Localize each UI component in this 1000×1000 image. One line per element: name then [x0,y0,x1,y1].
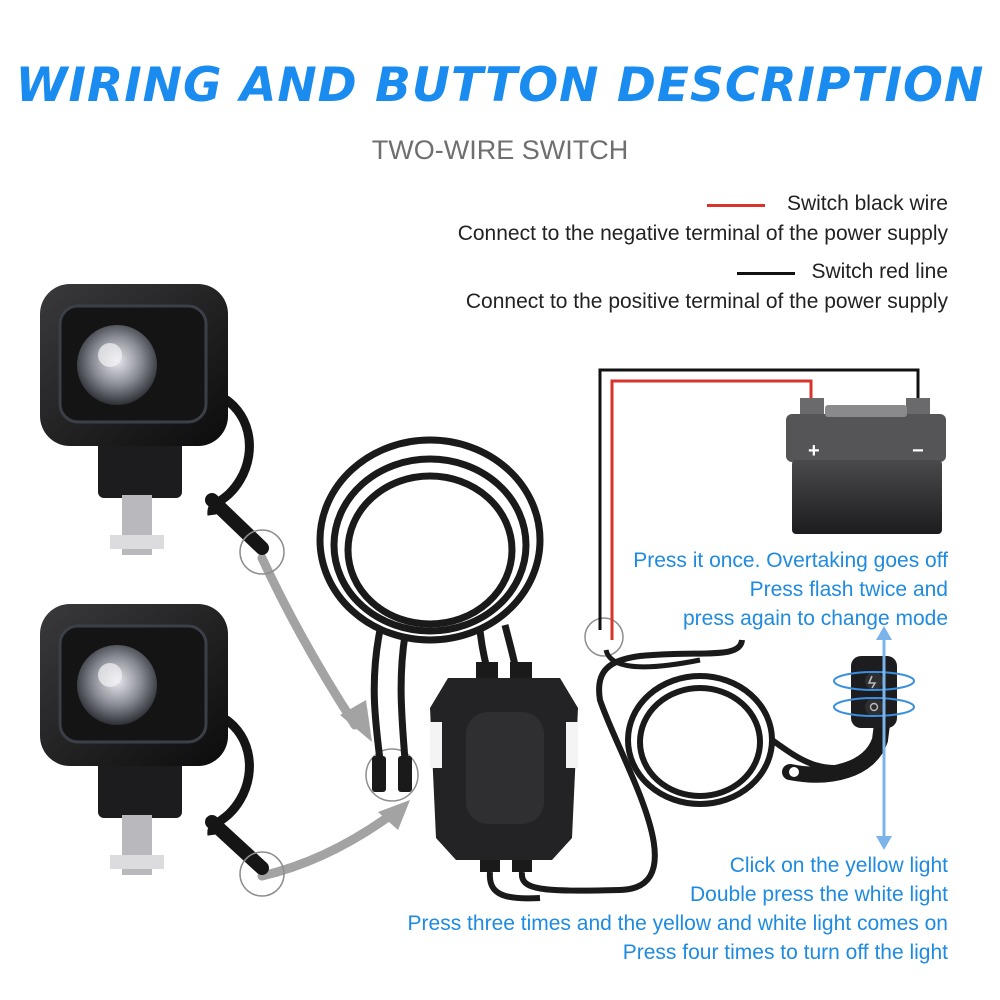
coiled-harness-cable [316,436,544,761]
work-light-bottom [40,604,269,875]
connector-highlight-light2 [239,851,285,897]
connector-highlight-power [584,617,624,657]
battery-minus-label: − [912,440,924,462]
harness-plug-left [372,756,386,792]
harness-plug-right [398,756,412,792]
legend-black-wire-label: Switch black wire [786,192,948,215]
legend-black-line-swatch [737,272,795,275]
control-box [430,662,578,872]
work-light-top [40,284,269,555]
switch-note-line: press again to change mode [682,607,948,630]
battery-plus-label: + [808,440,820,462]
page-subtitle: TWO-WIRE SWITCH [371,135,629,165]
light-mode-note-line: Press three times and the yellow and whi… [407,912,948,935]
connector-highlight-harness [365,748,419,802]
light-mode-note-line: Click on the yellow light [729,854,948,877]
legend-black-wire-description: Connect to the negative terminal of the … [457,222,948,245]
switch-indicator-arrow [876,626,892,850]
legend-red-line-label: Switch red line [811,260,948,283]
legend-red-line-description: Connect to the positive terminal of the … [465,290,948,313]
page-title: WIRING AND BUTTON DESCRIPTION [15,58,985,113]
power-wires [598,368,920,670]
button-highlight-rings [833,671,915,717]
light-mode-note-line: Press four times to turn off the light [622,941,948,964]
flash-icon [867,675,877,689]
light-icon [869,702,879,712]
switch-note-line: Press it once. Overtaking goes off [633,549,948,572]
battery [786,398,946,534]
switch-note-line: Press flash twice and [749,578,948,601]
legend-red-wire-swatch [707,204,765,207]
light-mode-note-line: Double press the white light [690,883,948,906]
light-mode-notes: Click on the yellow light Double press t… [408,851,948,967]
switch-press-notes: Press it once. Overtaking goes off Press… [633,546,948,633]
pointer-arrows [257,553,410,881]
connector-highlight-light1 [239,529,285,575]
